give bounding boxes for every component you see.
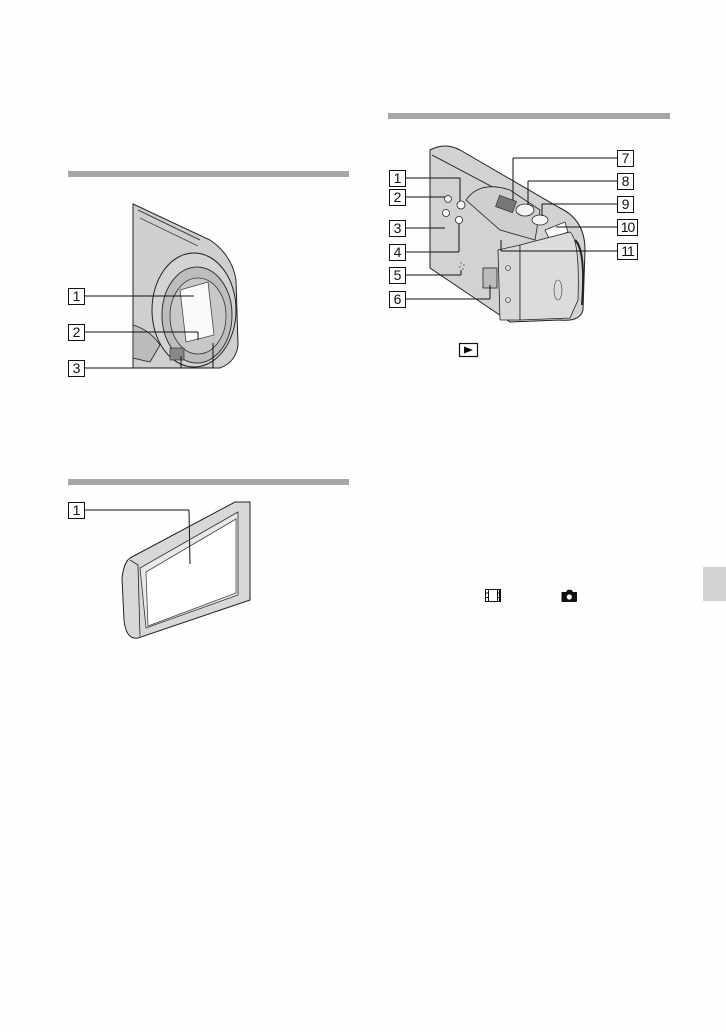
movie-mode-icon: [485, 589, 501, 602]
callout-rear-3: 3: [389, 220, 406, 237]
play-button-icon: [458, 342, 479, 358]
callout-rear-8: 8: [617, 173, 634, 190]
side-index-tab: [703, 567, 726, 601]
callout-rear-5: 5: [389, 267, 406, 284]
callout-rear-6: 6: [389, 291, 406, 308]
photo-mode-icon: [561, 589, 577, 602]
callout-front-1: 1: [68, 288, 85, 305]
callout-rear-11: 11: [617, 243, 638, 260]
callout-front-3: 3: [68, 360, 85, 377]
callout-lcd-1: 1: [68, 502, 85, 519]
callout-rear-2: 2: [389, 189, 406, 206]
section-rule-rear: [388, 113, 670, 119]
callout-front-2: 2: [68, 324, 85, 341]
callout-rear-9: 9: [617, 196, 634, 213]
section-rule-lcd: [68, 479, 349, 485]
callout-rear-10: 10: [617, 219, 638, 236]
callout-rear-7: 7: [617, 150, 634, 167]
callout-rear-1: 1: [389, 170, 406, 187]
section-rule-front: [68, 171, 349, 177]
callout-rear-4: 4: [389, 244, 406, 261]
